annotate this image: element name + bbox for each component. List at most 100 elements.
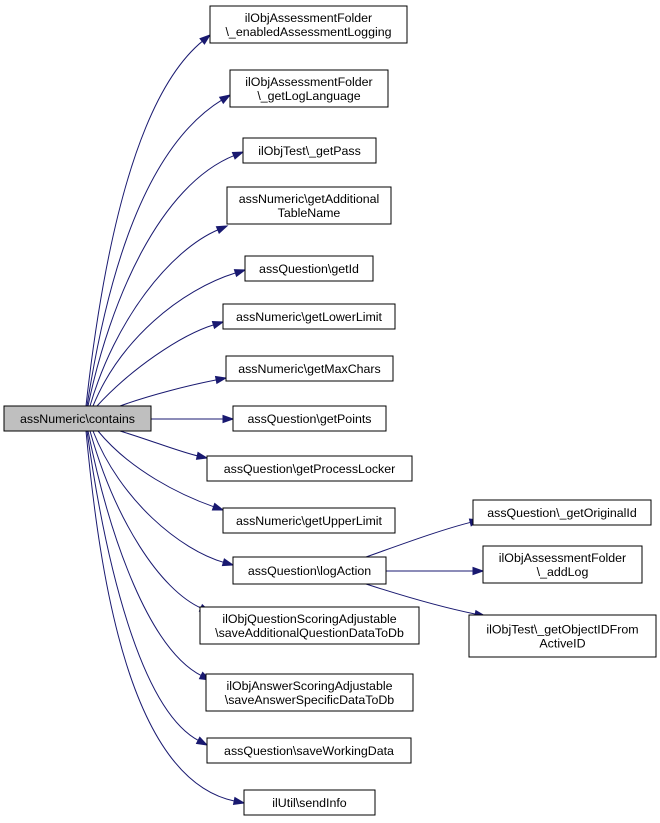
function-node[interactable]: assQuestion\getPoints [232,405,387,432]
node-label: assQuestion\getProcessLocker [224,462,396,476]
arrowhead [199,34,212,45]
edge-line [89,229,219,407]
node-box [242,137,377,164]
node-box [206,737,412,764]
node-label: \_enabledAssessmentLogging [225,25,391,39]
node-label: assNumeric\getMaxChars [238,362,381,376]
node-label: ilObjTest\_getPass [258,144,361,158]
edge-line [86,430,200,742]
node-box [232,556,387,585]
node-box [206,455,413,482]
edge-n0-n1 [85,34,212,407]
node-label: \_addLog [537,565,589,579]
arrowhead [221,558,235,567]
node-box [209,5,408,44]
edge-line [119,379,218,407]
node-box [482,545,643,584]
edge-line [87,430,203,677]
edge-n0-n15 [85,430,246,806]
edge-line [85,40,204,407]
function-node[interactable]: assQuestion\getId [244,255,374,282]
node-label: ilObjAssessmentFolder [499,551,626,565]
node-label: assQuestion\_getOriginalId [487,506,637,520]
edge-line [365,583,477,615]
arrowhead [231,151,245,160]
edge-n0-n11 [92,430,235,567]
edge-n0-n13 [87,430,212,681]
arrowhead [472,566,485,576]
edge-n0-n4 [89,225,229,407]
node-label: assNumeric\getAdditional [239,192,380,206]
edge-line [97,430,215,508]
function-node[interactable]: assNumeric\getLowerLimit [222,303,396,330]
node-box [232,405,387,432]
node-box [222,303,396,330]
arrowhead [195,736,209,746]
function-node[interactable]: assQuestion\getProcessLocker [206,455,413,482]
node-box [199,606,420,645]
node-box [468,614,657,658]
node-label: \_getLogLanguage [257,89,360,103]
node-label: ilObjAnswerScoringAdjustable [227,679,393,693]
node-label: assQuestion\logAction [248,564,371,578]
edge-n0-n14 [86,430,209,746]
node-box [205,673,414,712]
function-node[interactable]: ilObjAssessmentFolder\_enabledAssessment… [209,5,408,44]
edge-n0-n7 [119,375,228,407]
function-node[interactable]: ilObjAnswerScoringAdjustable\saveAnswerS… [205,673,414,712]
edge-n0-n12 [89,430,212,613]
node-label: ilObjQuestionScoringAdjustable [222,612,396,626]
function-node[interactable]: assQuestion\_getOriginalId [472,499,652,526]
node-label: assQuestion\getPoints [248,412,372,426]
node-box [243,789,376,816]
node-label: assQuestion\getId [259,262,359,276]
node-label: \saveAnswerSpecificDataToDb [225,693,395,707]
function-node[interactable]: ilObjAssessmentFolder\_addLog [482,545,643,584]
edge-n0-n2 [86,94,232,407]
edge-n0-n10 [97,430,225,511]
function-node[interactable]: ilObjAssessmentFolder\_getLogLanguage [229,69,389,108]
node-label: assNumeric\contains [20,412,135,426]
function-node[interactable]: ilObjQuestionScoringAdjustable\saveAddit… [199,606,420,645]
node-label: assNumeric\getLowerLimit [236,310,383,324]
node-box [472,499,652,526]
arrowhead [211,321,225,330]
node-box [225,355,394,382]
node-label: \saveAdditionalQuestionDataToDb [215,626,404,640]
edge-line [89,430,202,609]
node-box [222,507,396,534]
edge-line [92,272,237,407]
node-label: ilObjTest\_getObjectIDFrom [486,623,638,637]
edge-line [92,430,225,564]
node-layer: assNumeric\contains ilObjAssessmentFolder… [3,5,657,816]
arrowhead [233,269,247,278]
node-box [3,405,152,432]
function-node[interactable]: ilObjTest\_getPass [242,137,377,164]
root-node[interactable]: assNumeric\contains [3,405,152,432]
edge-line [119,430,199,457]
edge-n0-n8 [151,414,235,424]
node-box [226,186,392,225]
function-node[interactable]: assQuestion\logAction [232,556,387,585]
node-box [244,255,374,282]
function-node[interactable]: assNumeric\getMaxChars [225,355,394,382]
node-label: ilUtil\sendInfo [272,796,346,810]
node-label: ActiveID [539,637,585,651]
function-node[interactable]: assQuestion\saveWorkingData [206,737,412,764]
arrowhead [215,225,229,234]
function-node[interactable]: assNumeric\getUpperLimit [222,507,396,534]
function-node[interactable]: ilUtil\sendInfo [243,789,376,816]
node-label: ilObjAssessmentFolder [245,11,372,25]
edge-line [85,430,236,802]
node-label: ilObjAssessmentFolder [245,75,372,89]
edge-n0-n5 [92,269,247,407]
node-label: TableName [278,206,341,220]
edge-line [87,154,235,407]
edge-n0-n3 [87,151,245,407]
node-label: assNumeric\getUpperLimit [236,514,383,528]
arrowhead [214,375,228,385]
arrowhead [195,451,209,460]
